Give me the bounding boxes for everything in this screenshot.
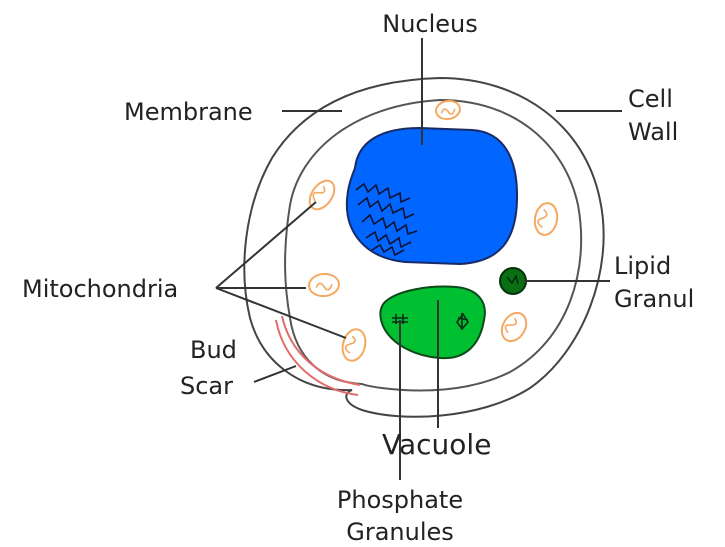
mitochondria-label: Mitochondria — [22, 275, 178, 303]
mitochondrion-6 — [497, 309, 531, 346]
phosphate-granules-label-line1: Phosphate — [337, 486, 463, 514]
mitochondrion-3 — [532, 201, 559, 236]
mitochondrion-1 — [435, 99, 462, 121]
membrane-label: Membrane — [124, 98, 253, 126]
mitochondria-leaders — [216, 202, 346, 338]
lipid-granule-label-line1: Lipid — [614, 252, 671, 280]
cell-wall-label-line1: Cell — [628, 85, 673, 113]
phosphate-granules-label-line2: Granules — [346, 518, 454, 546]
mitochondrion-5 — [339, 327, 369, 364]
cell-wall-label-line2: Wall — [628, 118, 678, 146]
mitochondrion-4 — [308, 273, 340, 298]
nucleus-shape — [347, 128, 517, 264]
bud-scar-label-line1: Bud — [190, 336, 237, 364]
nucleus-label: Nucleus — [382, 10, 478, 38]
vacuole-label: Vacuole — [382, 428, 491, 461]
lipid-granule-label-line2: Granul — [614, 285, 694, 313]
bud-scar-label-line2: Scar — [180, 372, 233, 400]
